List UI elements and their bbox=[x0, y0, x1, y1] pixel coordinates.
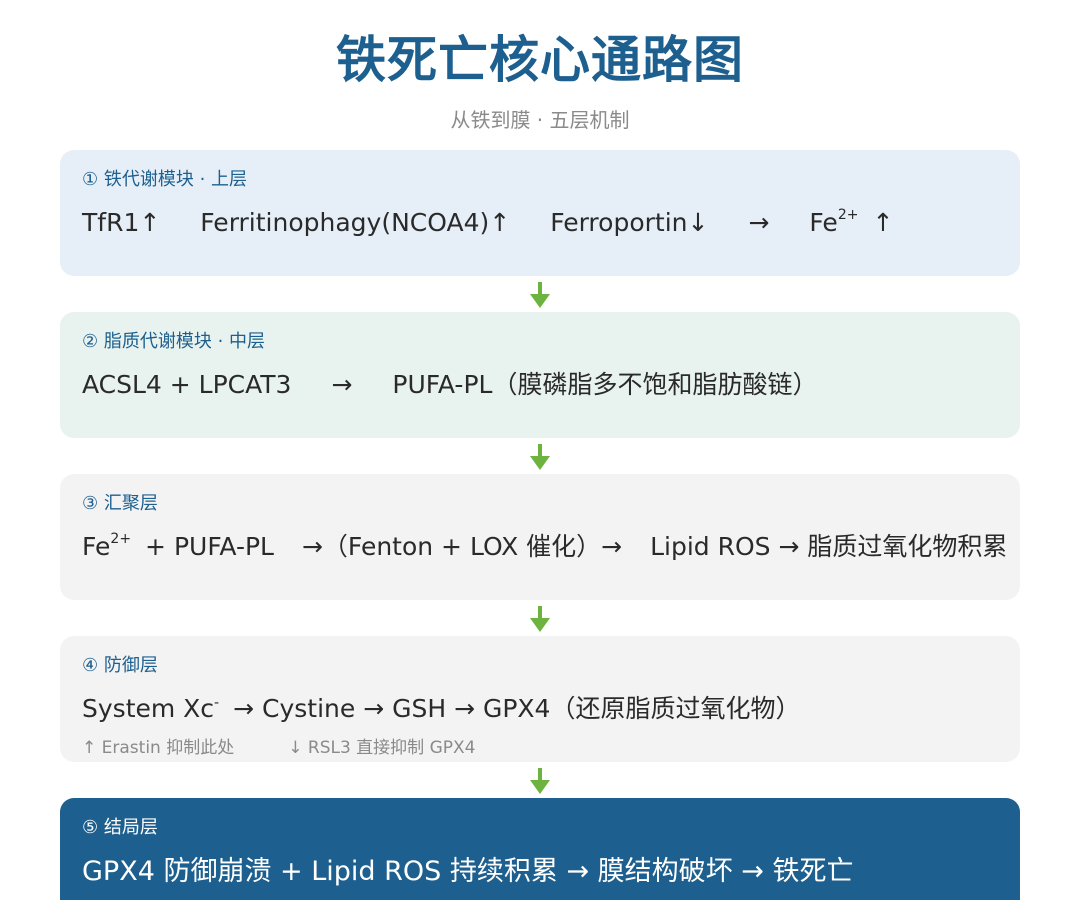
pufa-pl-node: PUFA-PL（膜磷脂多不饱和脂肪酸链） bbox=[392, 370, 818, 399]
layer-body: TfR1↑ Ferritinophagy(NCOA4)↑ Ferroportin↓ →… bbox=[82, 205, 893, 241]
pufa-pl-node: + PUFA-PL bbox=[145, 532, 274, 561]
iron-charge: 2+ bbox=[110, 531, 132, 547]
layer-header: ④ 防御层 bbox=[82, 655, 158, 676]
layer-body: ACSL4 + LPCAT3 → PUFA-PL（膜磷脂多不饱和脂肪酸链） bbox=[82, 367, 817, 403]
layer-notes: ↑ Erastin 抑制此处 ↓ RSL3 直接抑制 GPX4 bbox=[82, 736, 475, 760]
up-arrow: ↑ bbox=[872, 208, 894, 237]
iron-symbol: Fe bbox=[809, 208, 838, 237]
down-arrow-icon bbox=[530, 282, 550, 308]
iron-symbol: Fe bbox=[82, 532, 111, 561]
fenton-lox-step: →（Fenton + LOX 催化）→ bbox=[301, 532, 623, 561]
system-xc-charge: - bbox=[214, 695, 220, 711]
layer-outcome: ⑤ 结局层 GPX4 防御崩溃 + Lipid ROS 持续积累 → 膜结构破坏… bbox=[60, 798, 1020, 900]
layer-iron-metabolism: ① 铁代谢模块 · 上层 TfR1↑ Ferritinophagy(NCOA4)↑… bbox=[60, 150, 1020, 276]
system-xc-label: System Xc bbox=[82, 694, 215, 723]
layer-lipid-metabolism: ② 脂质代谢模块 · 中层 ACSL4 + LPCAT3 → PUFA-PL（膜磷脂… bbox=[60, 312, 1020, 438]
flow-arrow: → bbox=[331, 370, 353, 399]
iron-ion-node: Fe2+ bbox=[809, 205, 858, 241]
system-xc-node: System Xc- bbox=[82, 691, 219, 727]
gsh-gpx4-chain: → Cystine → GSH → GPX4（还原脂质过氧化物） bbox=[233, 694, 801, 723]
down-arrow-icon bbox=[530, 768, 550, 794]
page-title: 铁死亡核心通路图 bbox=[336, 31, 744, 89]
outcome-chain: GPX4 防御崩溃 + Lipid ROS 持续积累 → 膜结构破坏 → 铁死亡 bbox=[82, 856, 854, 887]
layer-body: System Xc-→ Cystine → GSH → GPX4（还原脂质过氧化… bbox=[82, 691, 800, 727]
iron-ion-node: Fe2+ bbox=[82, 529, 131, 565]
iron-charge: 2+ bbox=[837, 207, 859, 223]
lipid-ros-node: Lipid ROS → 脂质过氧化物积累 bbox=[650, 532, 1008, 561]
rsl3-note: ↓ RSL3 直接抑制 GPX4 bbox=[288, 738, 476, 758]
page-subtitle: 从铁到膜 · 五层机制 bbox=[450, 108, 630, 132]
layer-header: ① 铁代谢模块 · 上层 bbox=[82, 169, 248, 190]
layer-defense: ④ 防御层 System Xc-→ Cystine → GSH → GPX4（还… bbox=[60, 636, 1020, 762]
ferroportin-node: Ferroportin↓ bbox=[550, 208, 709, 237]
down-arrow-icon bbox=[530, 606, 550, 632]
layer-header: ② 脂质代谢模块 · 中层 bbox=[82, 331, 266, 352]
layer-header: ③ 汇聚层 bbox=[82, 493, 158, 514]
tfr1-node: TfR1↑ bbox=[82, 208, 161, 237]
acsl4-lpcat3-node: ACSL4 + LPCAT3 bbox=[82, 370, 292, 399]
layer-convergence: ③ 汇聚层 Fe2+ + PUFA-PL →（Fenton + LOX 催化）→ Li… bbox=[60, 474, 1020, 600]
layer-header: ⑤ 结局层 bbox=[82, 817, 158, 838]
flow-arrow: → bbox=[748, 208, 770, 237]
down-arrow-icon bbox=[530, 444, 550, 470]
erastin-note: ↑ Erastin 抑制此处 bbox=[82, 738, 235, 758]
layer-body: Fe2+ + PUFA-PL →（Fenton + LOX 催化）→ Lipid RO… bbox=[82, 529, 1007, 565]
layer-body: GPX4 防御崩溃 + Lipid ROS 持续积累 → 膜结构破坏 → 铁死亡 bbox=[82, 854, 853, 890]
ferritinophagy-node: Ferritinophagy(NCOA4)↑ bbox=[200, 208, 511, 237]
